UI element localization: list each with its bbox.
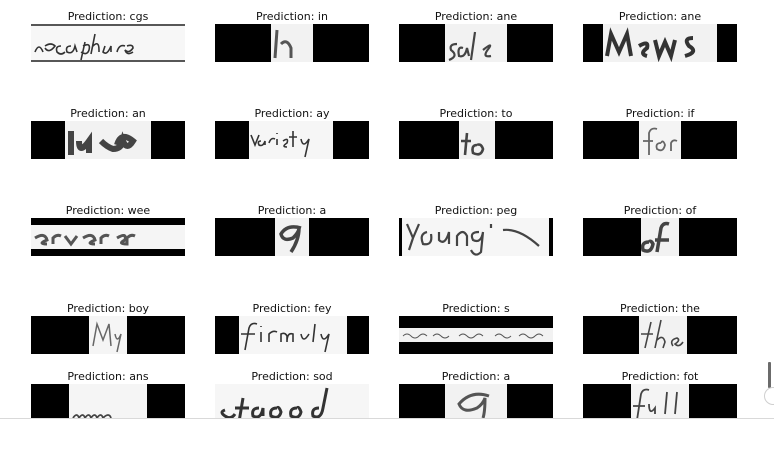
handwriting-image — [31, 218, 185, 256]
handwriting-image — [215, 121, 369, 159]
prediction-title: Prediction: to — [439, 107, 513, 120]
handwriting-image — [583, 24, 737, 62]
prediction-title: Prediction: fey — [252, 302, 332, 315]
handwriting-image — [583, 121, 737, 159]
prediction-cell: Prediction: fey — [215, 302, 369, 354]
handwriting-image — [399, 384, 553, 418]
prediction-title: Prediction: a — [257, 204, 327, 217]
prediction-cell: Prediction: a — [215, 204, 369, 256]
prediction-title: Prediction: peg — [434, 204, 518, 217]
handwriting-image — [583, 384, 737, 418]
prediction-cell: Prediction: sod — [215, 370, 369, 418]
prediction-title: Prediction: ane — [618, 10, 702, 23]
prediction-cell: Prediction: a — [399, 370, 553, 418]
prediction-title: Prediction: of — [623, 204, 697, 217]
prediction-title: Prediction: s — [442, 302, 510, 315]
prediction-cell: Prediction: of — [583, 204, 737, 256]
figure-bottom-border — [0, 418, 774, 419]
scrollbar-thumb[interactable] — [768, 362, 771, 388]
prediction-title: Prediction: sod — [251, 370, 333, 383]
handwriting-image — [399, 24, 553, 62]
prediction-cell: Prediction: to — [399, 107, 553, 159]
handwriting-image — [399, 121, 553, 159]
handwriting-image — [31, 384, 185, 418]
prediction-title: Prediction: ans — [67, 370, 149, 383]
handwriting-image — [31, 24, 185, 62]
prediction-cell: Prediction: cgs — [31, 10, 185, 62]
prediction-title: Prediction: ane — [434, 10, 518, 23]
prediction-title: Prediction: cgs — [67, 10, 149, 23]
prediction-title: Prediction: if — [625, 107, 695, 120]
handwriting-image — [583, 218, 737, 256]
prediction-title: Prediction: ay — [254, 107, 330, 120]
prediction-cell: Prediction: ay — [215, 107, 369, 159]
prediction-cell: Prediction: ane — [399, 10, 553, 62]
prediction-title: Prediction: wee — [65, 204, 151, 217]
prediction-title: Prediction: a — [441, 370, 511, 383]
prediction-title: Prediction: an — [70, 107, 146, 120]
prediction-title: Prediction: boy — [66, 302, 150, 315]
handwriting-image — [215, 384, 369, 418]
handwriting-image — [31, 121, 185, 159]
prediction-cell: Prediction: if — [583, 107, 737, 159]
handwriting-image — [215, 24, 369, 62]
prediction-cell: Prediction: the — [583, 302, 737, 354]
prediction-cell: Prediction: fot — [583, 370, 737, 418]
prediction-cell: Prediction: ane — [583, 10, 737, 62]
prediction-title: Prediction: the — [620, 302, 700, 315]
handwriting-image — [31, 316, 185, 354]
prediction-cell: Prediction: peg — [399, 204, 553, 256]
prediction-grid-figure: Prediction: cgs Prediction: in Predictio… — [31, 10, 737, 418]
prediction-cell: Prediction: wee — [31, 204, 185, 256]
handwriting-image — [583, 316, 737, 354]
handwriting-image — [215, 218, 369, 256]
prediction-cell: Prediction: an — [31, 107, 185, 159]
handwriting-image — [399, 316, 553, 354]
prediction-title: Prediction: in — [256, 10, 328, 23]
prediction-cell: Prediction: ans — [31, 370, 185, 418]
handwriting-image — [215, 316, 369, 354]
prediction-cell: Prediction: s — [399, 302, 553, 354]
handwriting-image — [399, 218, 553, 256]
prediction-cell: Prediction: boy — [31, 302, 185, 354]
prediction-title: Prediction: fot — [621, 370, 699, 383]
prediction-cell: Prediction: in — [215, 10, 369, 62]
